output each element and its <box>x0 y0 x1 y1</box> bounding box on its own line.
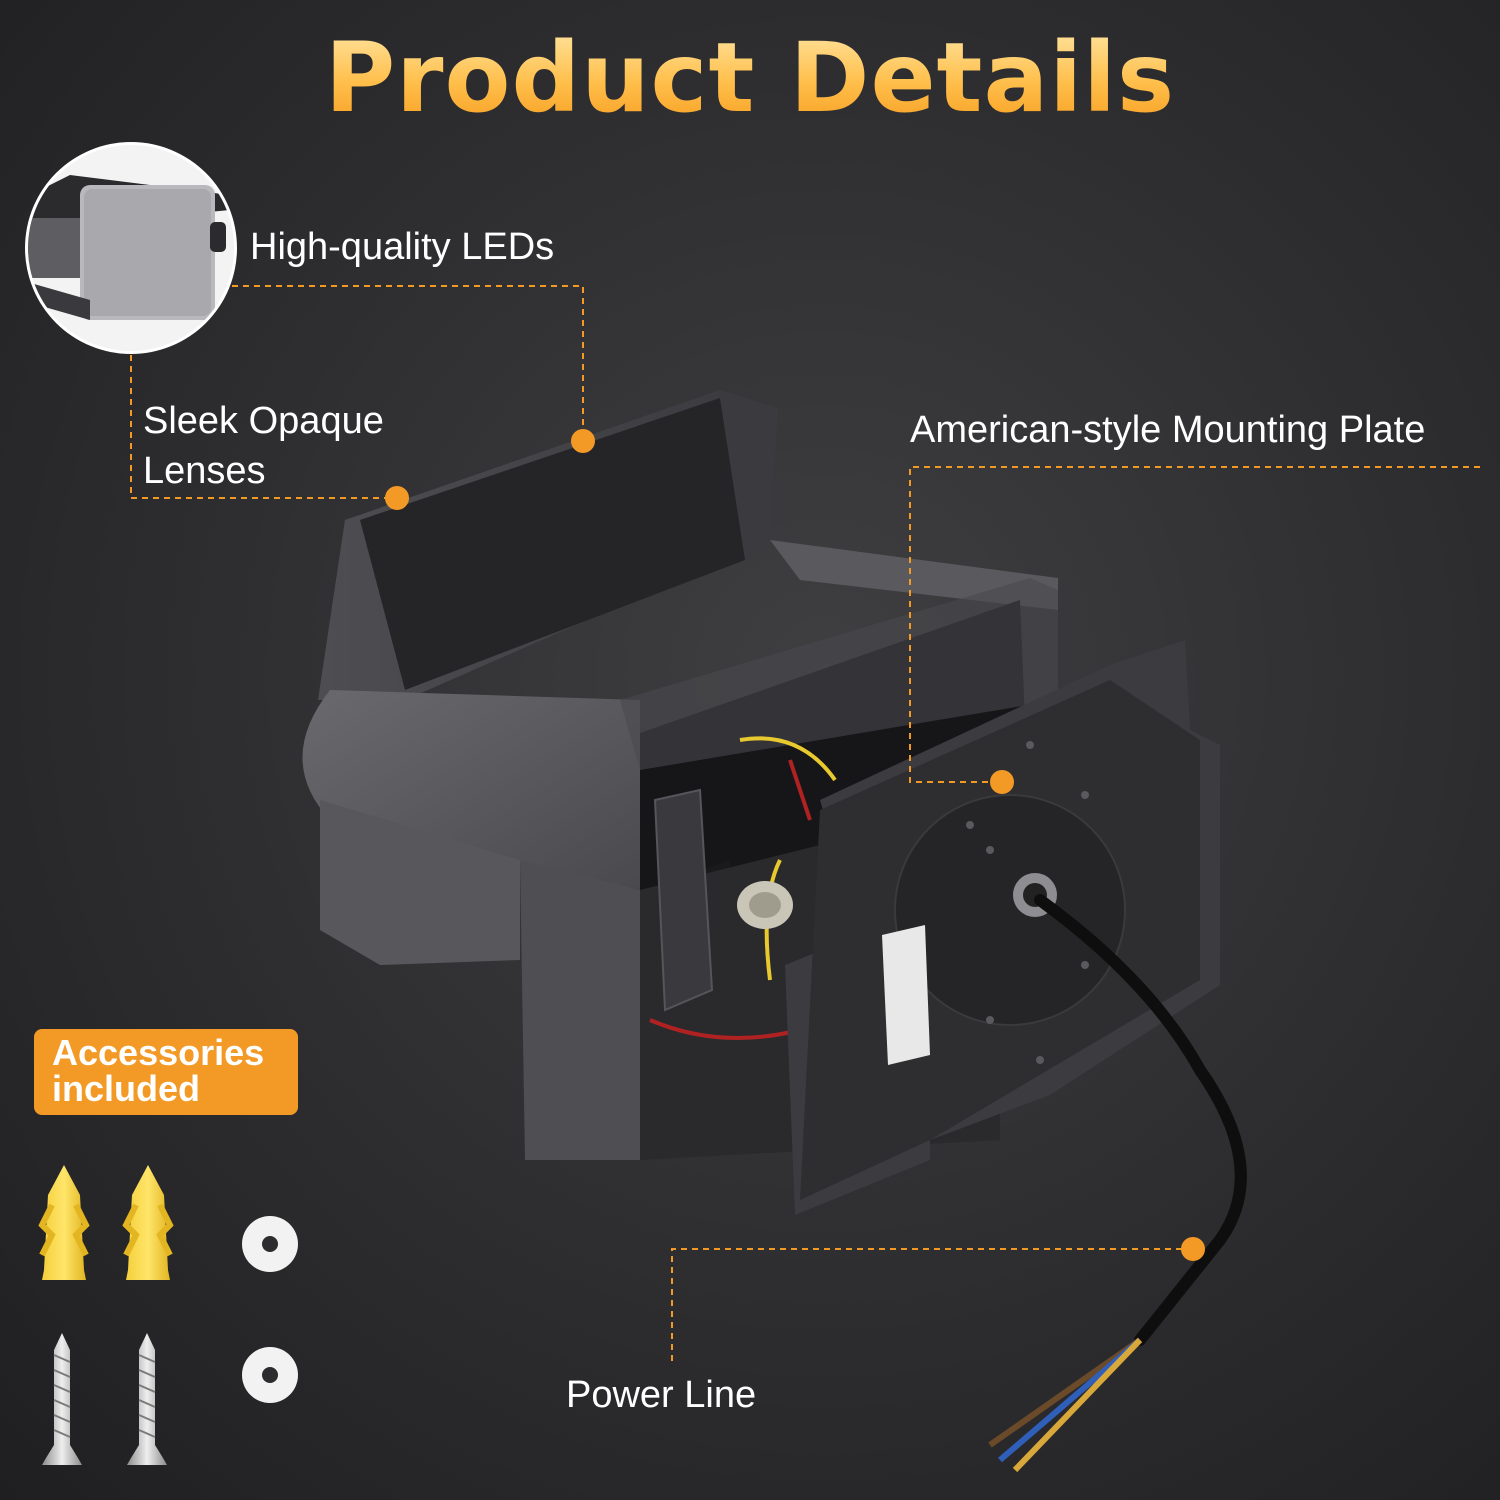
wall-anchor-icon <box>38 1165 90 1280</box>
accessories-badge-line1: Accessories <box>52 1032 265 1073</box>
lenses-callout-line2: Lenses <box>143 450 266 492</box>
wall-anchor-icon <box>122 1165 174 1280</box>
plate-dot <box>990 770 1014 794</box>
lenses-callout-line1: Sleek Opaque <box>143 400 384 442</box>
mounting-plate <box>785 640 1247 1473</box>
lenses-dot <box>385 486 409 510</box>
washer-icon <box>242 1216 298 1272</box>
washer-icon <box>242 1347 298 1403</box>
leds-callout-label: High-quality LEDs <box>250 226 555 268</box>
accessories-badge: Accessories included <box>34 1029 298 1115</box>
page-title: Product Details <box>0 22 1500 134</box>
power-callout-label: Power Line <box>566 1374 757 1416</box>
accessories-badge-line2: included <box>52 1068 201 1109</box>
screw-icon <box>42 1333 82 1465</box>
accessories <box>38 1165 298 1465</box>
plate-callout-label: American-style Mounting Plate <box>910 409 1426 451</box>
callout-dots <box>385 429 1205 1261</box>
lenses-callout-label: Sleek Opaque Lenses <box>143 396 384 496</box>
power-dot <box>1181 1237 1205 1261</box>
leds-dot <box>571 429 595 453</box>
callout-leaders <box>130 285 1480 1365</box>
led-closeup-inset <box>25 142 237 354</box>
screw-icon <box>127 1333 167 1465</box>
